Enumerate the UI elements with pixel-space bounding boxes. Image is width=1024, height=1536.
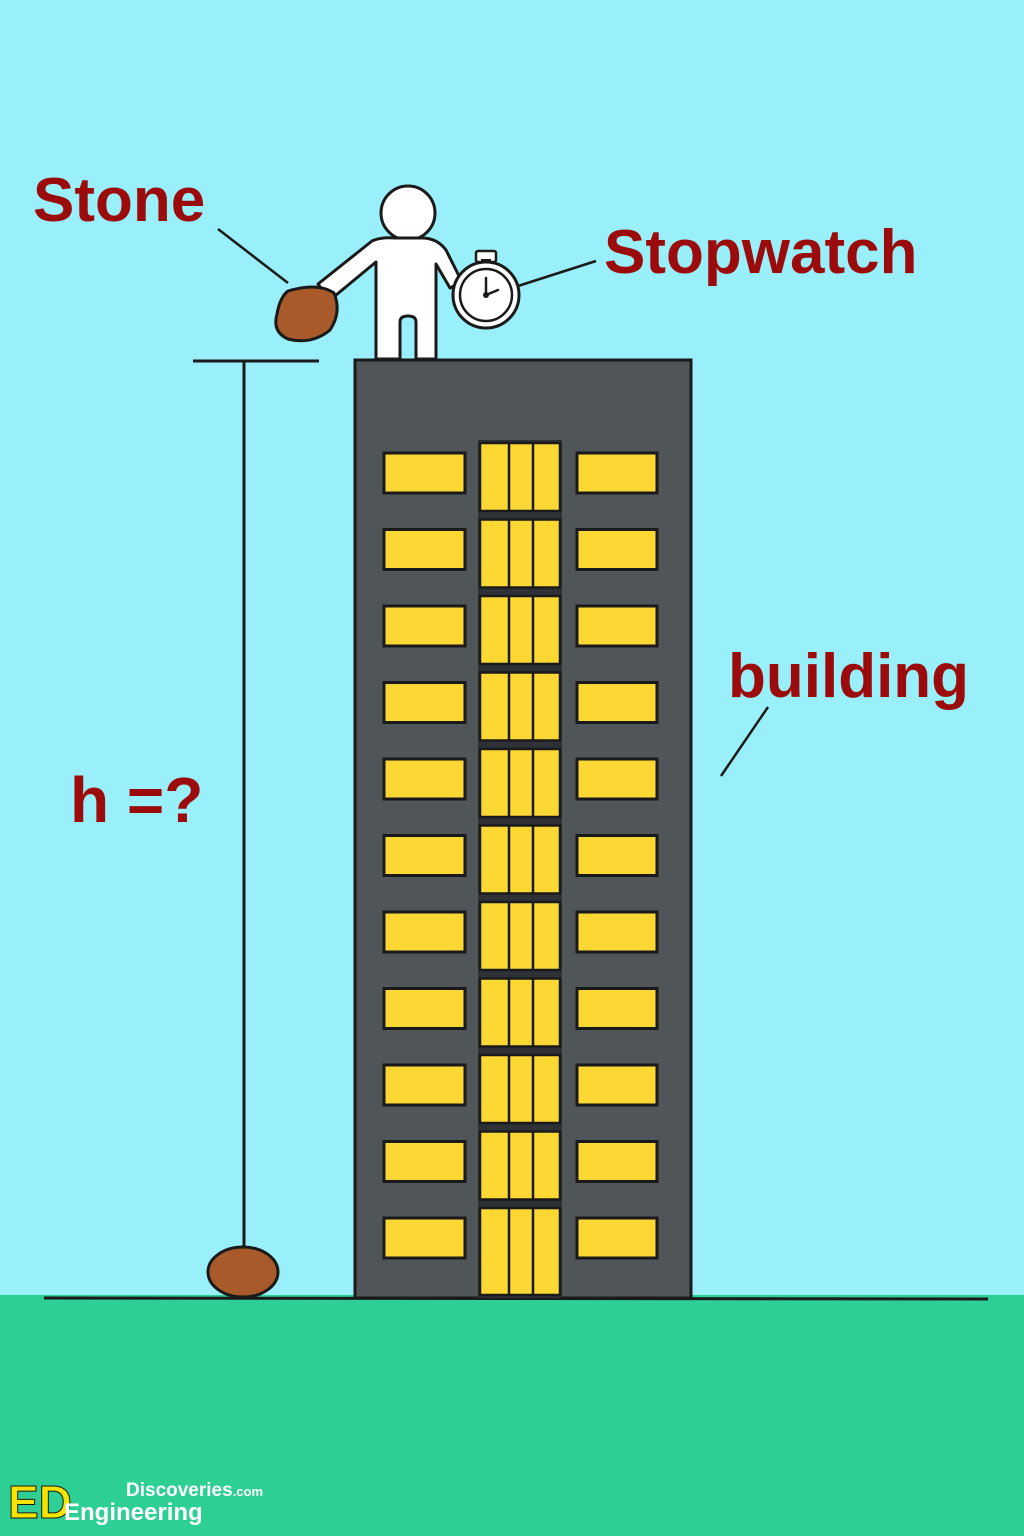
window-right [575, 604, 659, 648]
center-window [478, 1130, 562, 1201]
person-head [379, 184, 437, 242]
window-left [382, 834, 467, 877]
center-window [478, 824, 562, 895]
logo-line1: Discoveries.com [126, 1480, 263, 1501]
window-left [382, 1216, 467, 1260]
height-label: h =? [70, 764, 203, 836]
window-right [575, 834, 659, 877]
center-window [478, 441, 562, 513]
window-right [575, 1216, 659, 1260]
window-left [382, 604, 467, 648]
center-window [478, 1206, 562, 1297]
stone-in-hand [274, 285, 339, 343]
height-dimension [193, 359, 319, 1252]
window-left [382, 1063, 467, 1107]
window-left [382, 910, 467, 954]
stone-leader-line [217, 228, 289, 284]
center-window [478, 518, 562, 589]
window-right [575, 1140, 659, 1183]
center-window [478, 671, 562, 742]
stone-label: Stone [33, 166, 205, 235]
window-right [575, 681, 659, 724]
window-left [382, 1140, 467, 1183]
window-right [575, 757, 659, 801]
stopwatch-icon [451, 249, 521, 330]
window-left [382, 681, 467, 724]
window-left [382, 987, 467, 1030]
window-left [382, 528, 467, 571]
window-right [575, 987, 659, 1030]
center-window [478, 747, 562, 819]
logo-mark: ED [8, 1476, 72, 1528]
engineering-discoveries-logo: ED Discoveries.com Engineering [8, 1476, 264, 1529]
center-window [478, 900, 562, 972]
stopwatch-label: Stopwatch [604, 218, 917, 287]
window-left [382, 757, 467, 801]
stopwatch-leader-line [517, 259, 597, 288]
building-leader-line [719, 706, 770, 777]
window-right [575, 1063, 659, 1107]
window-right [575, 528, 659, 571]
window-right [575, 910, 659, 954]
building-label: building [728, 642, 969, 711]
ground [0, 1295, 1024, 1536]
building-windows [382, 440, 659, 1298]
logo-line2: Engineering [64, 1499, 203, 1526]
building [353, 358, 693, 1300]
person [316, 184, 464, 361]
center-window [478, 977, 562, 1048]
window-right [575, 451, 659, 495]
center-window [478, 594, 562, 666]
stone-landed [206, 1245, 280, 1299]
center-window [478, 1053, 562, 1125]
window-left [382, 451, 467, 495]
